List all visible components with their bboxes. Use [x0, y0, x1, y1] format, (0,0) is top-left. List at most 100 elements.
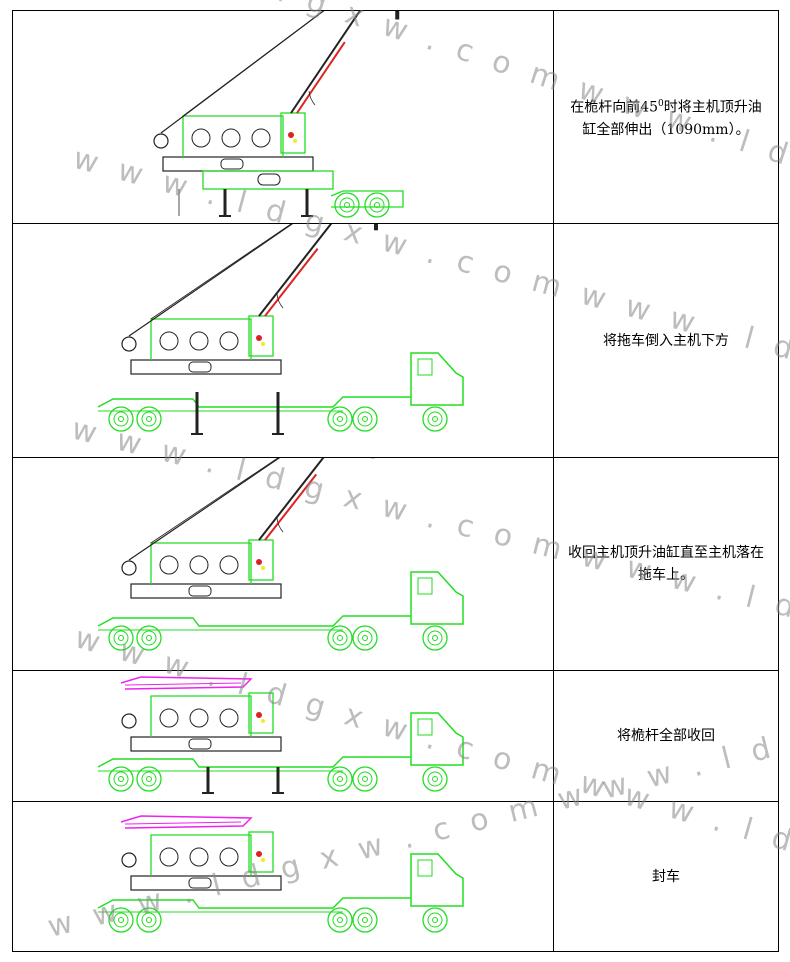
wheel-hub	[146, 635, 152, 641]
wheel-rim	[427, 411, 443, 427]
wheel-rim	[332, 912, 348, 928]
wheel	[422, 406, 448, 432]
cabin-marker	[288, 132, 294, 138]
step-description: 将拖车倒入主机下方	[603, 332, 729, 349]
frame-box	[257, 173, 281, 186]
cabin-marker	[256, 559, 262, 565]
angle-arc	[276, 517, 284, 533]
lowbed-trailer-deck	[97, 897, 373, 909]
crane-body	[150, 834, 252, 876]
main-boom	[290, 11, 362, 114]
cabin-marker	[256, 851, 262, 857]
operator-cabin	[248, 315, 274, 357]
luffing-cylinder	[264, 473, 318, 541]
wheel-hub	[344, 202, 350, 208]
table-row: 将桅杆全部收回	[12, 670, 779, 802]
retracted-mast	[120, 676, 253, 690]
table-row: 封车	[12, 801, 779, 952]
chassis-box	[220, 158, 244, 170]
pendant-line	[182, 11, 324, 117]
winch-drum	[159, 708, 179, 728]
wheel	[136, 625, 162, 651]
wheel-rim	[369, 197, 385, 213]
winch-drum	[159, 331, 179, 351]
mast-section-line	[124, 821, 242, 825]
truck-cab	[410, 571, 464, 625]
wheel-hub	[432, 635, 438, 641]
wheel-hub	[432, 776, 438, 782]
crane-chassis	[130, 736, 282, 752]
back-stay	[160, 11, 325, 134]
winch-drum	[159, 555, 179, 575]
counterweight	[121, 852, 137, 868]
wheel	[327, 766, 353, 792]
luffing-cylinder	[296, 41, 346, 114]
winch-drum	[251, 128, 271, 148]
wheel-hub	[362, 776, 368, 782]
chassis-box	[188, 738, 212, 750]
crane-chassis	[130, 875, 282, 891]
truck-cab	[410, 853, 464, 907]
crane-chassis	[130, 359, 282, 375]
operator-cabin	[248, 539, 274, 581]
winch-drum	[219, 708, 239, 728]
step-description: 收回主机顶升油缸直至主机落在拖车上。	[568, 545, 764, 583]
counterweight	[153, 133, 169, 149]
retracted-mast	[120, 815, 253, 829]
wheel-hub	[362, 917, 368, 923]
description-cell: 收回主机顶升油缸直至主机落在拖车上。	[553, 457, 779, 671]
wheel-hub	[118, 776, 124, 782]
figure-cell	[12, 801, 554, 952]
wheel-hub	[146, 917, 152, 923]
wheel	[136, 907, 162, 933]
operator-cabin	[280, 112, 306, 154]
figure-cell	[12, 670, 554, 802]
wheel	[364, 192, 390, 218]
crane-jack-up-figure	[153, 11, 404, 218]
wheel-rim	[357, 411, 373, 427]
lowbed-trailer-deck	[97, 615, 373, 627]
trailer-reversing-figure	[97, 224, 464, 435]
wheel-rim	[141, 411, 157, 427]
table-row: 收回主机顶升油缸直至主机落在拖车上。	[12, 457, 779, 671]
wheel-rim	[141, 630, 157, 646]
cabin-marker-small	[261, 719, 265, 723]
wheel-hub	[362, 416, 368, 422]
wheel-hub	[432, 416, 438, 422]
truck-cab	[410, 712, 464, 766]
cab-window	[417, 718, 433, 736]
wheel	[108, 907, 134, 933]
winch-drum	[159, 847, 179, 867]
description-cell: 将桅杆全部收回	[553, 670, 779, 802]
hook-block	[373, 224, 378, 231]
lowbed-trailer-deck	[97, 396, 373, 408]
wheel-rim	[113, 912, 129, 928]
wheel	[136, 766, 162, 792]
crane-body	[150, 542, 252, 584]
procedure-table: 在桅杆向前450时将主机顶升油缸全部伸出（1090mm）。 将拖车倒入主机下方 …	[12, 10, 779, 952]
step-description: 封车	[652, 868, 680, 885]
winch-drum	[219, 331, 239, 351]
wheel-rim	[357, 771, 373, 787]
wheel-hub	[118, 917, 124, 923]
cabin-marker	[256, 335, 262, 341]
wheel-rim	[113, 771, 129, 787]
crane-body	[150, 695, 252, 737]
lowbed-trailer-deck	[97, 756, 373, 768]
cabin-marker	[256, 712, 262, 718]
figure-cell	[12, 457, 554, 671]
mast-section-line	[124, 682, 242, 686]
description-cell: 封车	[553, 801, 779, 952]
cab-window	[417, 859, 433, 877]
cabin-marker-small	[261, 858, 265, 862]
wheel-rim	[332, 411, 348, 427]
wheel-hub	[337, 776, 343, 782]
crane-lowering-figure	[97, 458, 464, 651]
winch-drum	[221, 128, 241, 148]
winch-drum	[189, 708, 209, 728]
cab-window	[417, 577, 433, 595]
wheel-rim	[332, 630, 348, 646]
wheel	[108, 406, 134, 432]
wheel-hub	[118, 416, 124, 422]
